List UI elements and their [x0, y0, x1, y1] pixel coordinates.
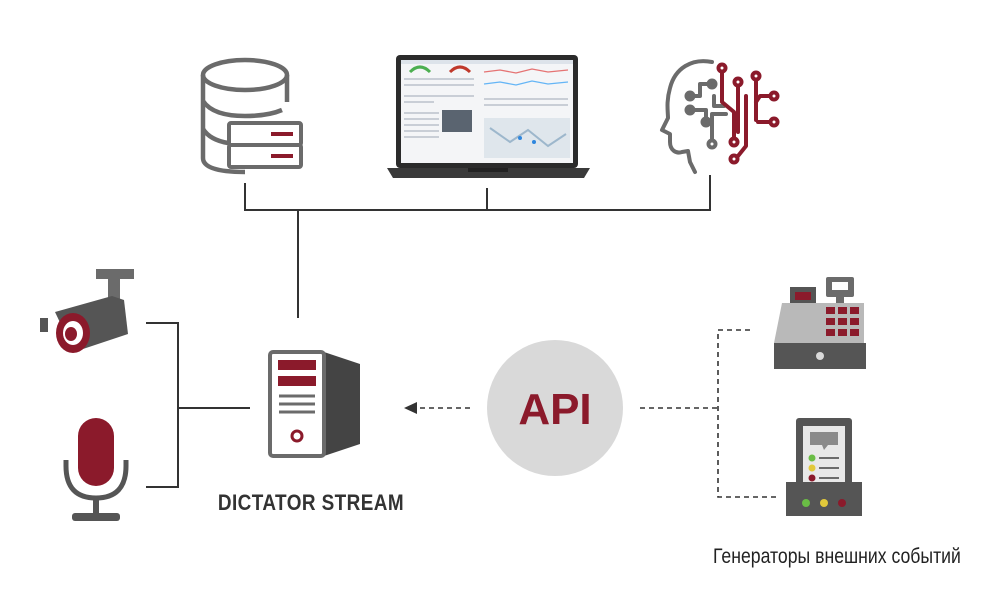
signal-terminal-icon: [786, 418, 862, 516]
cash-register-icon: [774, 277, 866, 369]
input-bracket-line: [146, 322, 179, 488]
connectors: [146, 175, 711, 488]
microphone-icon: [63, 418, 129, 521]
server-icon: [268, 350, 360, 458]
arrowhead-icon: [404, 402, 417, 414]
top-bus-line: [244, 175, 711, 211]
generators-bracket-dashed: [717, 329, 780, 498]
laptop-icon: [387, 55, 590, 178]
event-generators-label: Генераторы внешних событий: [713, 545, 961, 568]
api-circle: [487, 340, 623, 476]
database-icon: [200, 57, 303, 175]
api-label: API: [518, 385, 591, 434]
ai-head-icon: [660, 59, 780, 174]
api-connectors: [415, 329, 780, 498]
server-label: DICTATOR STREAM: [217, 490, 405, 515]
api-node: API: [487, 340, 623, 476]
camera-icon: [40, 269, 134, 353]
